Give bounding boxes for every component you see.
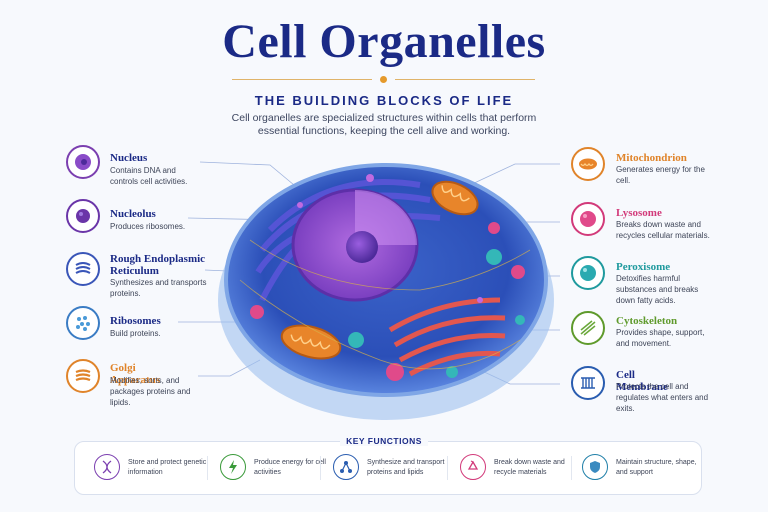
lysosome-name: Lysosome [616, 207, 662, 219]
rough-er-desc: Synthesizes and transports proteins. [110, 278, 207, 298]
page-title: Cell Organelles [222, 15, 546, 68]
golgi-icon [66, 359, 100, 393]
key-function-separator [447, 456, 448, 480]
mitochondrion-icon [571, 147, 605, 181]
lightning-icon [220, 454, 246, 480]
cytoskeleton-desc: Provides shape, support, and movement. [616, 328, 705, 348]
key-functions-title: KEY FUNCTIONS [0, 436, 768, 446]
cell-membrane-name: Cell Membrane [616, 369, 668, 393]
key-function-text: Break down waste and recycle materials [494, 459, 565, 476]
nucleolus-desc: Produces ribosomes. [110, 222, 186, 231]
cytoskeleton-shape [239, 239, 531, 370]
recycle-icon [460, 454, 486, 480]
connector-nucleus [199, 161, 301, 191]
cell-membrane-desc: Protects the cell and regulates what ent… [616, 382, 709, 413]
rough-er-name: Rough Endoplasmic Reticulum [110, 253, 206, 277]
mitochondrion-desc: Generates energy for the cell. [616, 165, 705, 185]
network-icon [333, 454, 359, 480]
title-divider-right [395, 79, 535, 80]
nucleolus-name: Nucleolus [110, 208, 156, 220]
key-function-text: Maintain structure, shape, and support [616, 459, 697, 476]
connector-mitochondrion [469, 163, 560, 186]
cytoskeleton-icon [571, 311, 605, 345]
mitochondrion-name: Mitochondrion [616, 152, 687, 164]
vesicles [250, 174, 525, 381]
peroxisome-name: Peroxisome [616, 261, 671, 273]
golgi-desc: Modifies, sorts, and packages proteins a… [110, 376, 191, 407]
title-divider-left [232, 79, 372, 80]
lysosome-icon [571, 202, 605, 236]
golgi-name: Golgi Apparatus [110, 362, 161, 386]
ribosomes-desc: Build proteins. [110, 329, 161, 338]
dna-icon [94, 454, 120, 480]
title-divider-dot [380, 76, 387, 83]
key-function-text: Produce energy for cell activities [254, 459, 326, 476]
nucleus-name: Nucleus [110, 152, 148, 164]
cytoskeleton-name: Cytoskeleton [616, 315, 678, 327]
nucleolus-icon [66, 199, 100, 233]
intro-text: Cell organelles are specialized structur… [231, 112, 537, 137]
nucleus-icon [66, 145, 100, 179]
shield-icon [582, 454, 608, 480]
key-function-separator [320, 456, 321, 480]
ribosomes-icon [66, 306, 100, 340]
page-subtitle: THE BUILDING BLOCKS OF LIFE [254, 93, 514, 108]
nucleus-desc: Contains DNA and controls cell activitie… [110, 166, 188, 186]
mitochondrion-shape [280, 180, 479, 360]
lysosome-desc: Breaks down waste and recycles cellular … [616, 220, 710, 240]
rough-er-icon [66, 252, 100, 286]
key-function-text: Store and protect genetic information [128, 459, 207, 476]
golgi-shape [388, 297, 506, 377]
peroxisome-desc: Detoxifies harmful substances and breaks… [616, 274, 699, 305]
ribosomes-name: Ribosomes [110, 315, 161, 327]
key-function-text: Synthesize and transport proteins and li… [367, 459, 445, 476]
key-function-separator [571, 456, 572, 480]
key-function-separator [207, 456, 208, 480]
nucleolus-shape [346, 231, 378, 263]
cell-membrane-icon [571, 366, 605, 400]
peroxisome-icon [571, 256, 605, 290]
